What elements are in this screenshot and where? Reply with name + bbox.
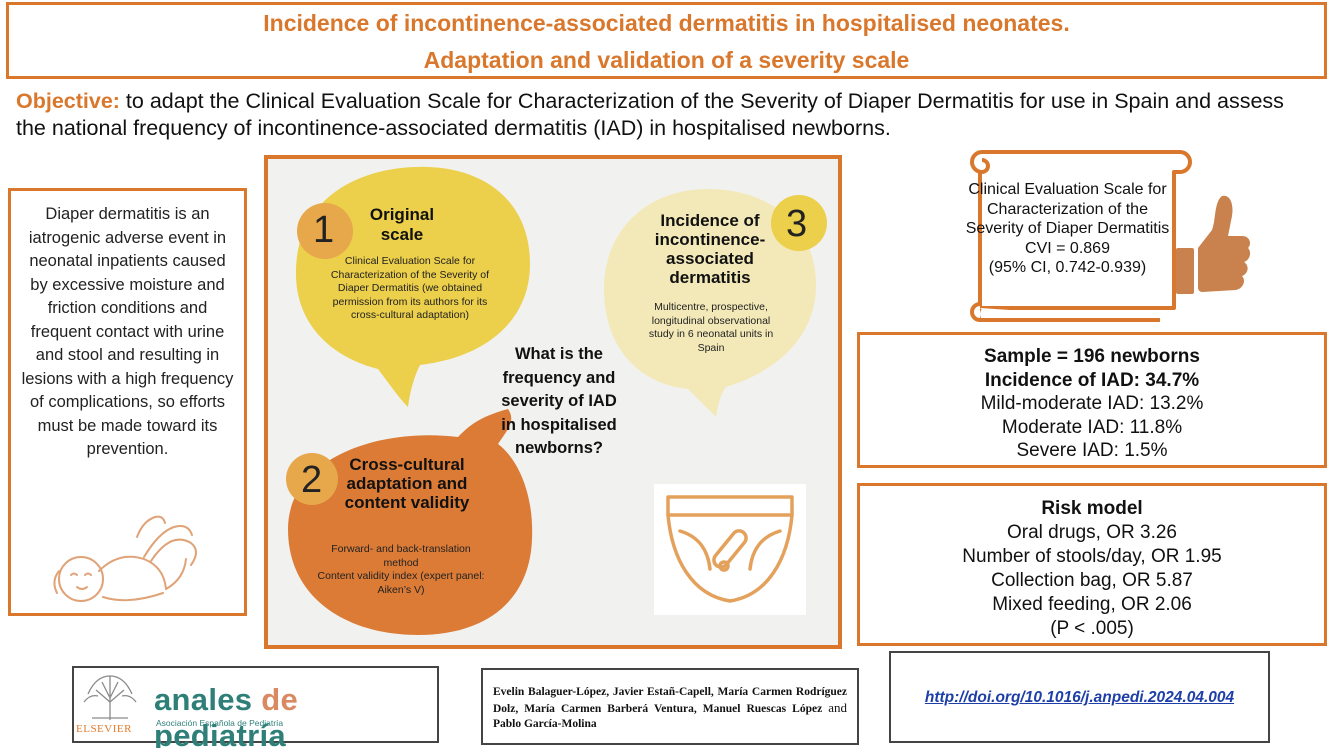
- journal-society: Asociación Española de Pediatría: [156, 718, 284, 728]
- title-line-1: Incidence of incontinence-associated der…: [263, 10, 1070, 36]
- severe-iad: Severe IAD: 1.5%: [1016, 440, 1168, 461]
- risk-model-box: Risk model Oral drugs, OR 3.26 Number of…: [857, 483, 1327, 646]
- authors-box: Evelin Balaguer-López, Javier Estañ-Cape…: [481, 668, 859, 745]
- scale-card-ci: (95% CI, 0.742-0.939): [988, 259, 1147, 276]
- step-1-number-circle: [297, 203, 353, 259]
- mild-moderate-iad: Mild-moderate IAD: 13.2%: [980, 393, 1204, 414]
- journal-name: anales de pediatría: [154, 682, 299, 748]
- step-3-title: Incidence of incontinence-associated der…: [654, 211, 766, 287]
- step-2-body-line-2: Content validity index (expert panel: Ai…: [317, 570, 485, 596]
- title-line-2: Adaptation and validation of a severity …: [423, 47, 910, 73]
- scale-card-name: Clinical Evaluation Scale for Characteri…: [965, 181, 1170, 237]
- scale-card-text: Clinical Evaluation Scale for Characteri…: [965, 180, 1170, 278]
- risk-item: Mixed feeding, OR 2.06: [992, 594, 1192, 615]
- scroll-card-graphic: [970, 150, 1192, 322]
- objective-text: to adapt the Clinical Evaluation Scale f…: [16, 89, 1284, 140]
- authors-text: Evelin Balaguer-López, Javier Estañ-Cape…: [493, 686, 847, 730]
- sample-results-box: Sample = 196 newborns Incidence of IAD: …: [857, 332, 1327, 468]
- step-1-body: Clinical Evaluation Scale for Characteri…: [330, 255, 490, 321]
- moderate-iad: Moderate IAD: 11.8%: [1001, 416, 1183, 438]
- objective-paragraph: Objective: to adapt the Clinical Evaluat…: [16, 88, 1316, 142]
- journal-logo-box: ELSEVIER anales de pediatría Asociación …: [72, 666, 439, 748]
- risk-item: Number of stools/day, OR 1.95: [962, 546, 1222, 567]
- step-1-bubble: [295, 166, 530, 407]
- title-banner: Incidence of incontinence-associated der…: [6, 2, 1327, 79]
- intro-box: Diaper dermatitis is an iatrogenic adver…: [8, 188, 247, 616]
- diaper-icon: [666, 495, 794, 603]
- central-panel: 1 Original scale Clinical Evaluation Sca…: [264, 155, 842, 649]
- objective-label: Objective:: [16, 89, 120, 113]
- step-2-number-circle: [286, 453, 338, 505]
- doi-link[interactable]: http://doi.org/10.1016/j.anpedi.2024.04.…: [924, 689, 1235, 706]
- baby-illustration-icon: [53, 515, 197, 602]
- doi-box: http://doi.org/10.1016/j.anpedi.2024.04.…: [889, 651, 1270, 743]
- thumbs-up-icon: [1176, 195, 1251, 294]
- step-2-number: 2: [301, 459, 323, 501]
- step-1-title: Original scale: [369, 205, 435, 244]
- step-2-body-line-1: Forward- and back-translation method: [331, 543, 471, 569]
- speech-bubbles-graphic: [286, 166, 827, 635]
- diaper-icon-background: [654, 484, 806, 615]
- step-3-number-circle: [771, 195, 827, 251]
- elsevier-tree-logo-icon: [83, 675, 137, 720]
- risk-model-title: Risk model: [1041, 498, 1143, 519]
- sample-size: Sample = 196 newborns: [984, 346, 1200, 367]
- risk-item: Oral drugs, OR 3.26: [1006, 522, 1178, 543]
- intro-text: Diaper dermatitis is an iatrogenic adver…: [21, 205, 234, 458]
- research-question: What is the frequency and severity of IA…: [501, 345, 617, 457]
- risk-item: Collection bag, OR 5.87: [991, 570, 1193, 591]
- step-2-bubble: [288, 409, 533, 635]
- step-3-number: 3: [786, 203, 808, 245]
- risk-p-value: (P < .005): [1050, 618, 1134, 639]
- step-2-title: Cross-cultural adaptation and content va…: [344, 455, 470, 512]
- step-3-bubble: [604, 189, 817, 417]
- step-1-number: 1: [313, 209, 335, 251]
- step-2-body: Forward- and back-translation method Con…: [316, 543, 486, 597]
- scale-card-cvi: CVI = 0.869: [1025, 239, 1110, 257]
- step-3-body: Multicentre, prospective, longitudinal o…: [648, 301, 774, 354]
- publisher-name: ELSEVIER: [76, 723, 132, 735]
- iad-incidence: Incidence of IAD: 34.7%: [984, 369, 1200, 391]
